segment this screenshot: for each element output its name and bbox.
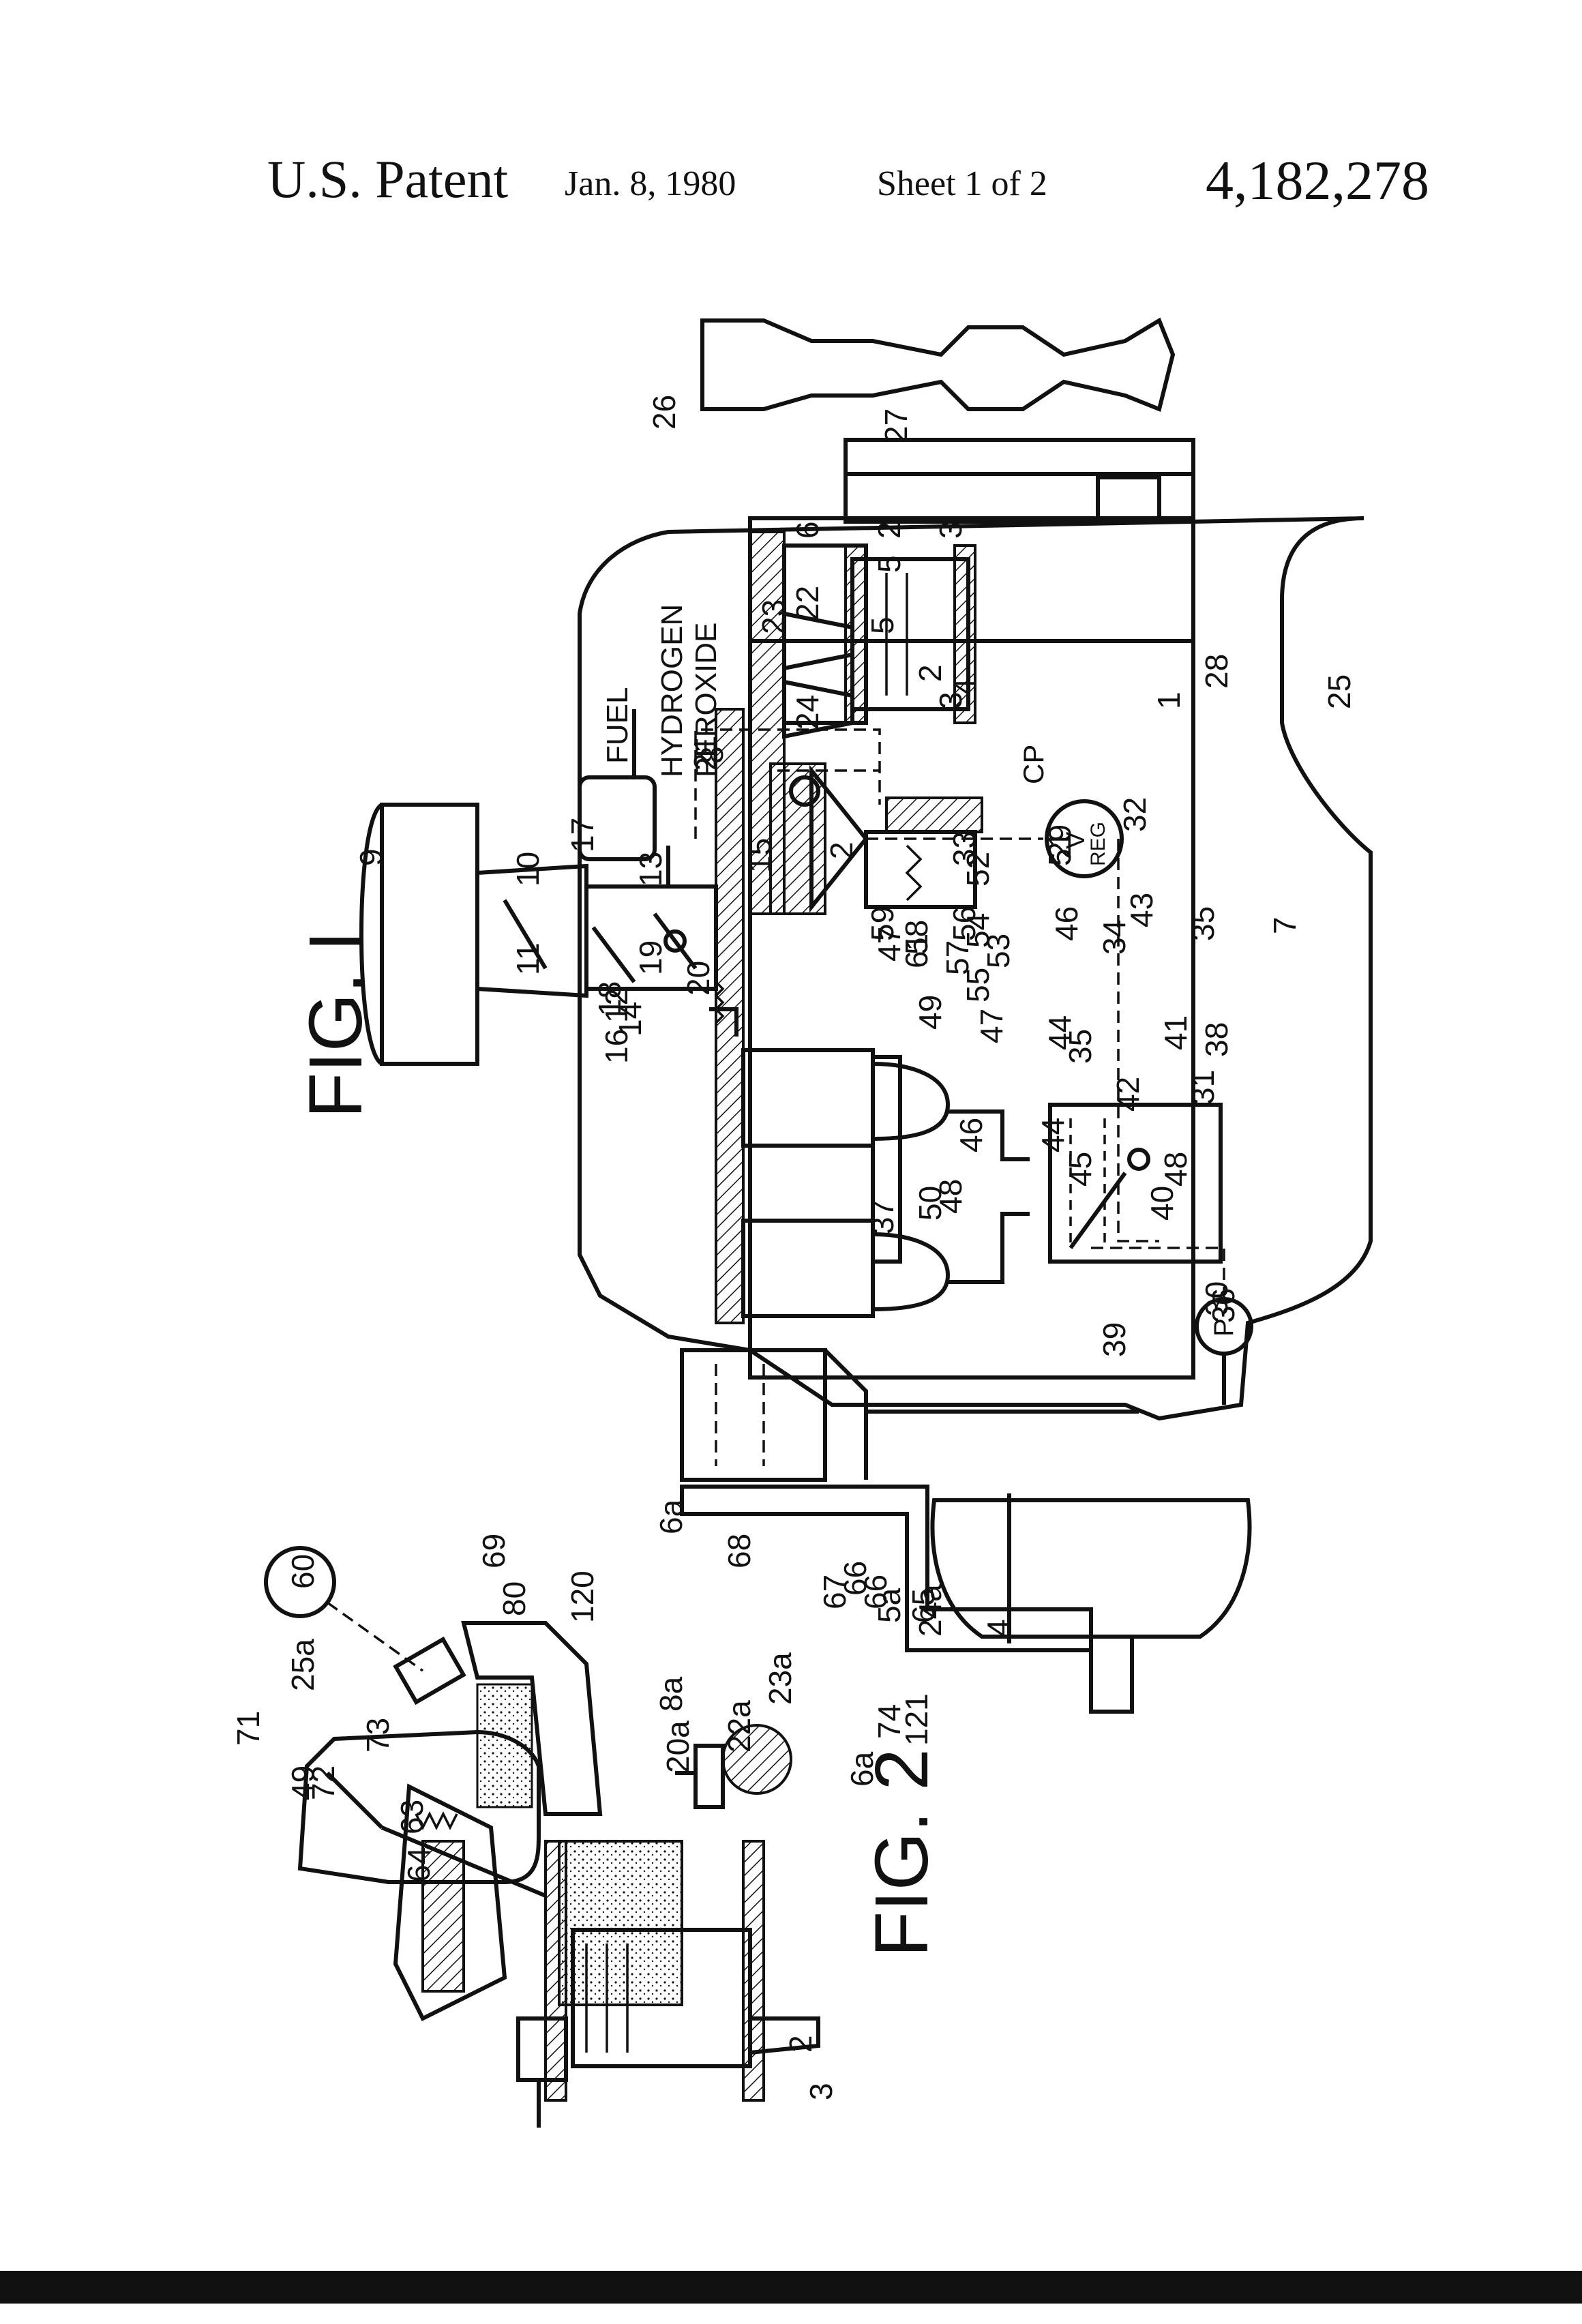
fig1-ref-26: 26 [646,395,682,430]
figure-1 [361,321,1371,1712]
fig1-ref-38: 38 [1199,1022,1234,1057]
fig1-ref-9: 9 [353,848,389,866]
flow-label-hydrogen: HYDROGEN [655,604,689,777]
chamber-24a [559,1841,682,2005]
fig1-ref-52: 52 [960,852,996,887]
fig1-ref-10: 10 [510,852,546,887]
fig1-ref-31: 31 [1185,1070,1221,1105]
fig2-ref-68: 68 [721,1534,757,1568]
fig1-ref-61: 61 [899,934,934,968]
pulley-27 [846,440,1193,474]
fig1-ref-59: 59 [865,906,900,941]
fig1-ref-20: 20 [681,961,716,996]
scan-edge-bar [0,2271,1582,2304]
lifter-65 [696,1746,723,1807]
fig2-ref-67: 67 [817,1575,852,1609]
fig2-ref-121: 121 [899,1693,934,1746]
fig2-ref-22a: 22a [721,1700,757,1753]
fig1-ref-46: 46 [1049,906,1084,941]
fig1-ref-39: 39 [1096,1322,1132,1357]
figure-2 [266,1548,818,2128]
fig1-ref-37: 37 [865,1200,900,1234]
fig1-ref-2: 2 [871,521,907,539]
fig1-ref-28: 28 [1199,654,1234,689]
liner-5a [546,1841,566,2100]
fig1-ref-22: 22 [790,586,825,621]
box-label-cp: CP [1017,745,1049,784]
fig1-ref-57: 57 [940,940,975,975]
fig1-ref-41: 41 [1158,1015,1193,1050]
fig1-ref-3: 3 [933,521,968,539]
box-label-pump: P [1209,1318,1239,1337]
fig1-ref-23: 23 [756,599,791,634]
fig1-ref-32: 32 [1117,797,1152,832]
fig1-caption: FIG. I [294,931,378,1118]
fig1-ref-11: 11 [510,942,546,975]
fig1-ref-17: 17 [565,818,600,852]
fig2-ref-25a: 25a [285,1639,320,1691]
fig1-ref-48: 48 [1158,1152,1193,1187]
fig1-ref-25: 25 [1322,674,1357,709]
fig1-ref-35: 35 [1185,906,1221,941]
fig1-ref-2: 2 [912,664,948,682]
fig1-ref-27: 27 [878,408,914,443]
fig1-ref-6: 6 [790,521,825,539]
flow-label-fuel: FUEL [601,687,634,764]
fig1-ref-16: 16 [599,1029,634,1064]
flow-label-peroxide: PEROXIDE [689,623,723,777]
tank-35b [743,1221,873,1316]
fig2-ref-60: 60 [285,1554,320,1589]
fig1-ref-47: 47 [974,1009,1009,1043]
fig2-ref-71: 71 [230,1711,266,1746]
air-cleaner-9 [382,805,477,1064]
fig1-ref-46: 46 [953,1118,989,1152]
fig1-ref-1: 1 [1151,691,1186,709]
fig2-ref-20a: 20a [660,1720,696,1773]
fig1-ref-4: 4 [946,678,982,696]
fig2-ref-69: 69 [476,1534,511,1568]
fig1-ref-36: 36 [1206,1288,1241,1323]
fig2-ref-72: 72 [305,1766,341,1800]
fig2-ref-23a: 23a [762,1652,798,1705]
fig2-ref-63: 63 [394,1800,430,1834]
fig2-ref-65: 65 [906,1588,941,1623]
fig2-caption: FIG. 2 [860,1748,944,1957]
tank-35a [743,1050,873,1146]
box-label-reg: REG [1087,822,1109,866]
line-44b [948,1214,1030,1282]
fig1-ref-42: 42 [1110,1077,1146,1112]
fig1-ref-7: 7 [1267,917,1302,934]
injector-20a [395,1639,463,1702]
fig2-ref-6a: 6a [653,1499,689,1534]
fig1-ref-15: 15 [742,838,777,873]
fig1-ref-56: 56 [946,906,982,941]
fig1-ref-19: 19 [633,940,668,975]
fig1-ref-13: 13 [633,852,668,887]
fig1-ref-5: 5 [865,616,900,634]
fig2-ref-120: 120 [565,1570,600,1623]
fig2-ref-4: 4 [981,1619,1016,1637]
fuel-tank-30 [682,1350,825,1480]
fig1-ref-40: 40 [1144,1186,1180,1221]
fig2-ref-2: 2 [783,2035,818,2053]
fan-26 [702,321,1173,409]
fig2-ref-8a: 8a [653,1676,689,1712]
fig2-ref-64: 64 [401,1847,436,1882]
fig1-ref-49: 49 [912,995,948,1030]
fig1-ref-5: 5 [871,555,907,573]
fig2-ref-3: 3 [803,2083,839,2100]
fig1-ref-43: 43 [1124,893,1159,927]
box-label-v: V [1062,831,1090,849]
fig1-ref-24: 24 [790,695,825,730]
fig1-ref-45: 45 [1062,1152,1098,1187]
fig1-ref-50: 50 [912,1186,948,1221]
fig1-ref-44: 44 [1035,1118,1071,1152]
fig1-ref-2: 2 [824,841,859,859]
manifold-8 [716,709,743,1323]
fig2-ref-73: 73 [360,1718,395,1753]
fig2-ref-80: 80 [496,1581,532,1616]
fig1-ref-18: 18 [592,981,627,1016]
fig1-ref-44: 44 [1042,1015,1077,1050]
